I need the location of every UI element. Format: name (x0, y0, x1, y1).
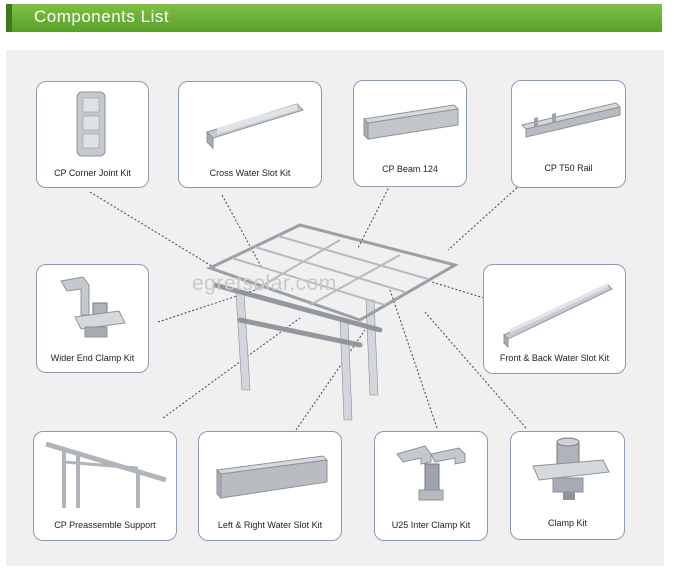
end-clamp-icon (60, 276, 126, 338)
header-accent (6, 4, 12, 32)
card-label: Front & Back Water Slot Kit (499, 353, 610, 363)
header-bar: Components List (6, 4, 662, 32)
card-label: U25 Inter Clamp Kit (391, 520, 471, 530)
page-title: Components List (34, 7, 170, 26)
card-label: Left & Right Water Slot Kit (217, 520, 323, 530)
card-label: CP Beam 124 (382, 164, 438, 174)
beam-icon (362, 104, 460, 141)
card-label: Clamp Kit (547, 518, 587, 528)
card-u25-inter-clamp-kit: U25 Inter Clamp Kit (374, 431, 488, 541)
card-cp-preassemble-support: CP Preassemble Support (33, 431, 177, 541)
clamp-icon (532, 437, 610, 500)
card-front-back-water-slot-kit: Front & Back Water Slot Kit (483, 264, 626, 374)
card-cp-beam-124: CP Beam 124 (353, 80, 467, 187)
card-corner-joint-kit: CP Corner Joint Kit (36, 81, 149, 188)
card-left-right-water-slot-kit: Left & Right Water Slot Kit (198, 431, 342, 541)
card-label: CP Preassemble Support (54, 520, 156, 530)
corner-joint-icon (76, 91, 106, 157)
card-cp-t50-rail: CP T50 Rail (511, 80, 626, 188)
card-wider-end-clamp-kit: Wider End Clamp Kit (36, 264, 149, 373)
rail-icon (521, 102, 621, 138)
water-slot-icon (215, 455, 329, 500)
water-slot-icon (503, 283, 613, 349)
card-label: CP Corner Joint Kit (54, 168, 131, 178)
card-label: Wider End Clamp Kit (50, 353, 135, 363)
support-icon (45, 441, 167, 508)
card-cross-water-slot-kit: Cross Water Slot Kit (178, 81, 322, 188)
inter-clamp-icon (396, 445, 466, 501)
card-label: Cross Water Slot Kit (209, 168, 291, 178)
watermark: egretsolar.com (192, 272, 337, 295)
card-clamp-kit: Clamp Kit (510, 431, 625, 540)
card-label: CP T50 Rail (544, 163, 593, 173)
water-slot-icon (206, 103, 304, 150)
